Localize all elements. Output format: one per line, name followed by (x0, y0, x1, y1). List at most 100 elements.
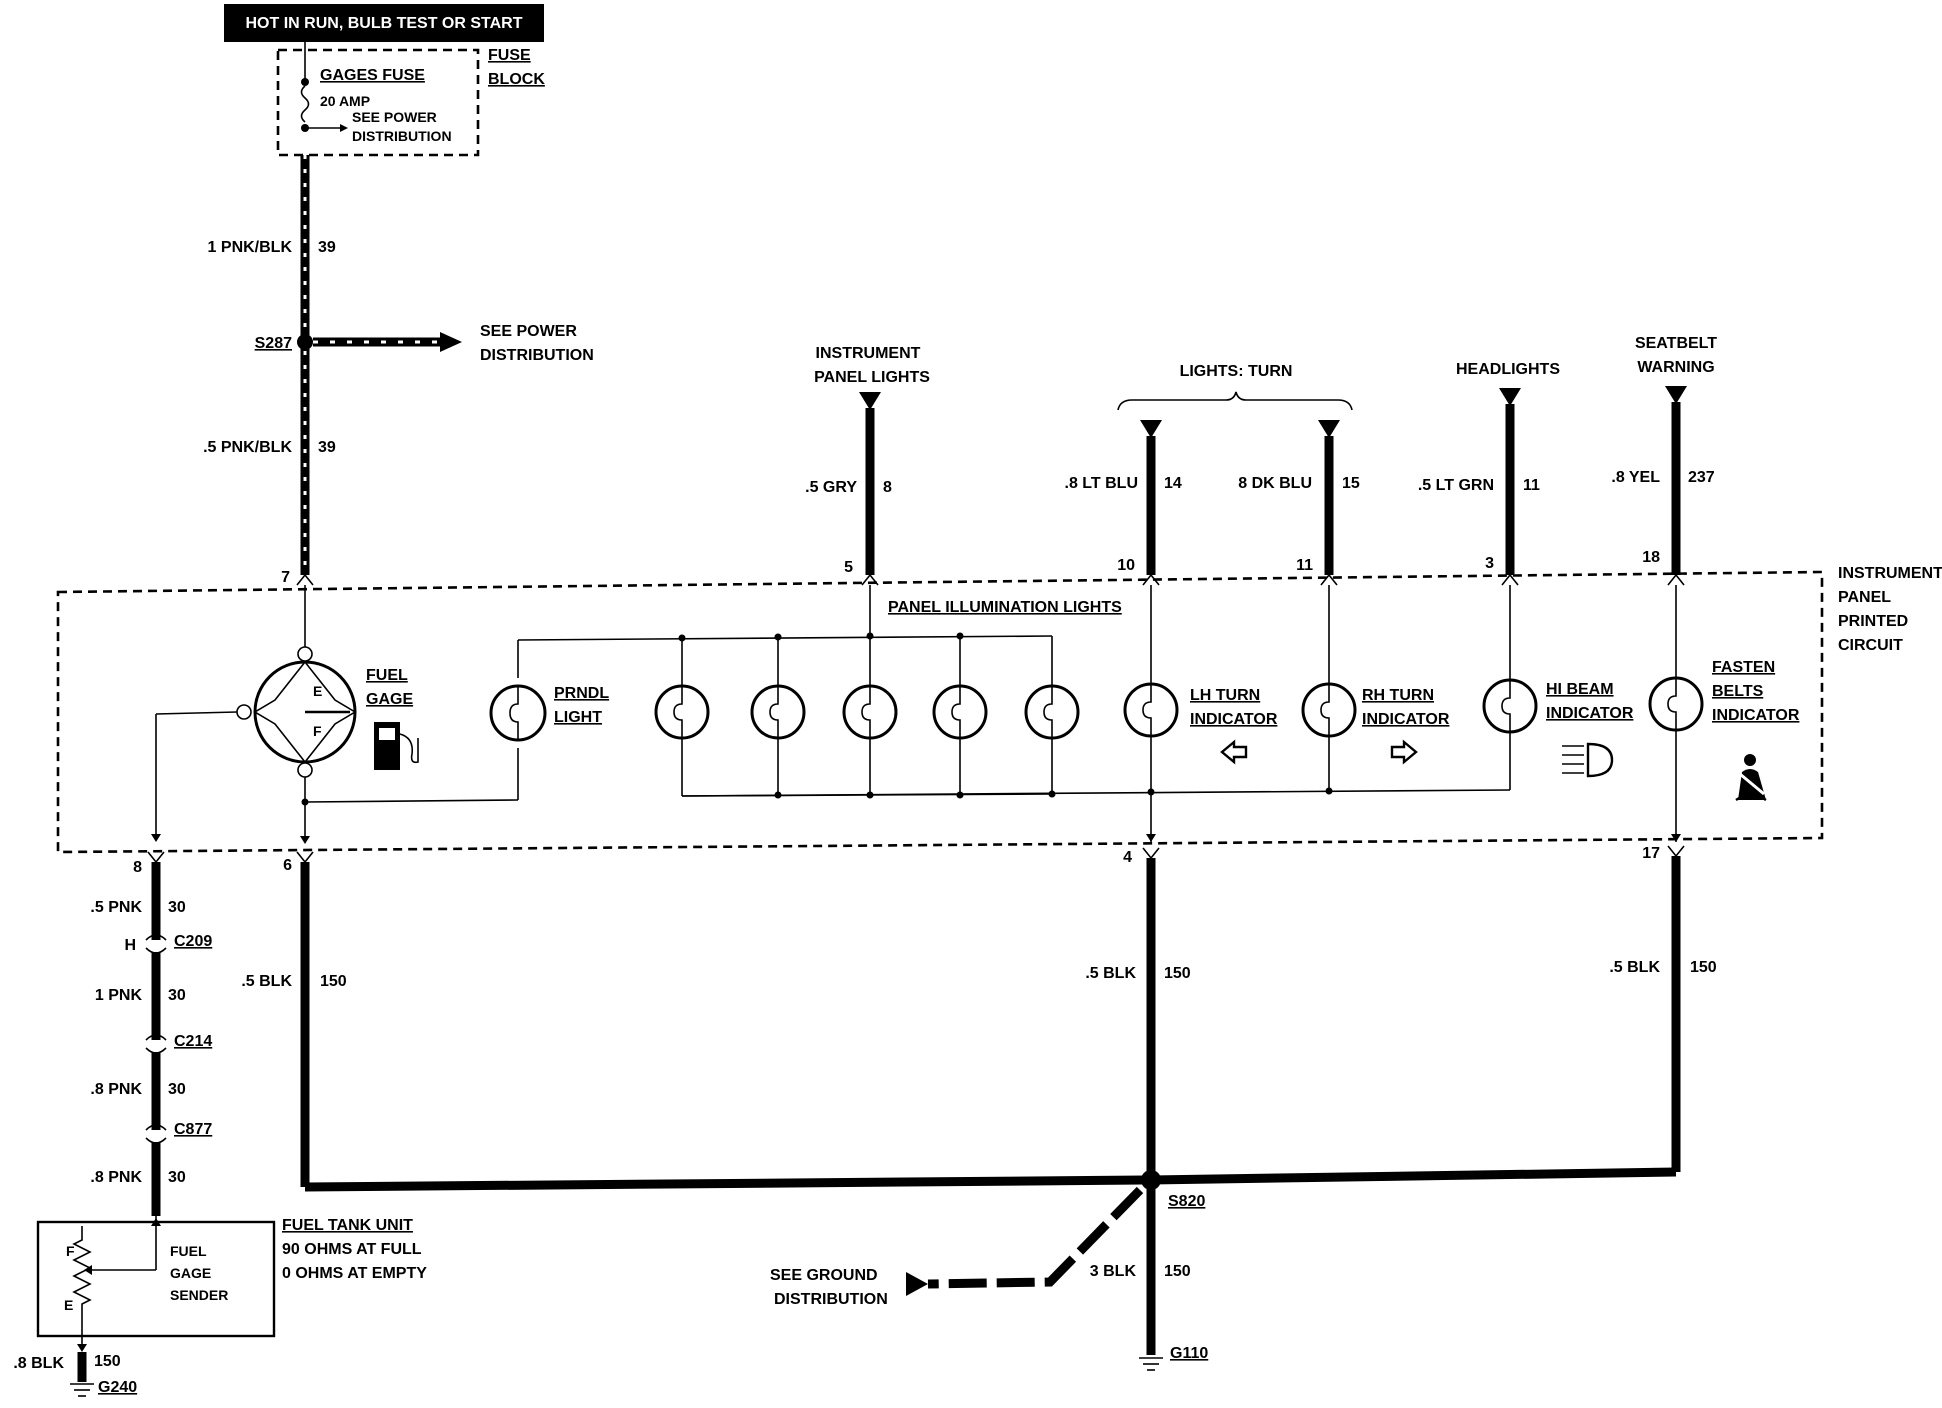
rh-label-2: INDICATOR (1362, 711, 1450, 728)
prndl-ground-line (304, 799, 519, 803)
arrow-right-icon (440, 332, 462, 352)
illumination-title: PANEL ILLUMINATION LIGHTS (888, 599, 1122, 616)
s287-note-2: DISTRIBUTION (480, 347, 594, 364)
lh-label-1: LH TURN (1190, 687, 1260, 704)
pin-18-label: 18 (1642, 549, 1660, 566)
c877-upper-icon (145, 1124, 167, 1131)
tank-title: FUEL TANK UNIT (282, 1217, 413, 1234)
see-ground-wire (927, 1186, 1144, 1289)
input-arrow-icon (1318, 420, 1340, 438)
illum-bulb-5 (1024, 636, 1080, 798)
c877-label: C877 (174, 1121, 212, 1138)
connector-17-icon (1667, 845, 1685, 858)
fuel-gage-label-1: FUEL (366, 667, 408, 684)
connector-10-icon (1142, 573, 1160, 586)
lt-grn-circuit: 11 (1523, 477, 1540, 494)
pnk-2-color: 1 PNK (95, 987, 143, 1004)
yel-color: .8 YEL (1611, 469, 1660, 486)
pnk-1-color: .5 PNK (90, 899, 142, 916)
illumination-bus (517, 635, 1053, 641)
g240-wire-color: .8 BLK (13, 1355, 64, 1372)
connector-18-icon (1667, 573, 1685, 586)
fuel-pump-icon (374, 722, 419, 770)
rh-filament (1320, 684, 1330, 736)
arrow-up-icon (151, 1218, 161, 1226)
pnk-3-color: .8 PNK (90, 1081, 142, 1098)
gages-fuse-label: GAGES FUSE (320, 67, 425, 84)
pin-11-label: 11 (1296, 557, 1313, 574)
sender-label-1: FUEL (170, 1243, 207, 1259)
top-wire-circuit: 39 (318, 239, 336, 256)
sender-e: E (64, 1297, 73, 1313)
fuse-top-terminal (301, 78, 309, 86)
hi-label-1: HI BEAM (1546, 681, 1614, 698)
sender-f: F (66, 1243, 75, 1259)
see-ground-2: DISTRIBUTION (774, 1291, 888, 1308)
arrow-down-icon (300, 836, 310, 844)
input-arrow-icon (859, 392, 881, 410)
lower-wire-color: .5 PNK/BLK (203, 439, 292, 456)
gauge-f: F (313, 723, 322, 739)
fuse-block-label-1: FUSE (488, 47, 531, 64)
fuse-block-outline (276, 48, 480, 157)
connector-6-icon (296, 851, 314, 864)
seatbelt-title-1: SEATBELT (1635, 335, 1717, 352)
ground-icon (1139, 1357, 1163, 1371)
high-beam-icon (1562, 742, 1614, 778)
main-ground-circuit: 150 (1164, 1263, 1191, 1280)
s287-splice (297, 334, 313, 350)
pnk-4-color: .8 PNK (90, 1169, 142, 1186)
c209-label: C209 (174, 933, 212, 950)
lt-blu-circuit: 14 (1164, 475, 1182, 492)
arrow-down-icon (1146, 834, 1156, 842)
connector-11-icon (1320, 573, 1338, 586)
seatbelt-icon (1735, 754, 1767, 802)
fb-label-2: BELTS (1712, 683, 1764, 700)
blk-6-color: .5 BLK (241, 973, 292, 990)
illum-bulb-3 (842, 632, 898, 799)
input-arrow-icon (1499, 388, 1521, 406)
c209-pin: H (124, 937, 136, 954)
fuse-see-power-2: DISTRIBUTION (352, 128, 452, 144)
arrow-down-icon (77, 1344, 87, 1352)
prndl-label-2: LIGHT (554, 709, 602, 726)
ground-bus-wire (304, 1167, 1677, 1192)
input-arrow-icon (1665, 386, 1687, 404)
panel-title-2: PANEL (1838, 589, 1891, 606)
illum-bulb-2 (750, 633, 806, 799)
s820-splice (1141, 1170, 1161, 1190)
tank-empty: 0 OHMS AT EMPTY (282, 1265, 427, 1282)
blk-4-circuit: 150 (1164, 965, 1191, 982)
gry-wire-circuit: 8 (883, 479, 892, 496)
s287-label: S287 (255, 335, 292, 352)
panel-ground-bus (681, 789, 1511, 797)
pin-7-label: 7 (281, 569, 290, 586)
sender-resistor-icon (72, 1232, 92, 1336)
fb-label-3: INDICATOR (1712, 707, 1800, 724)
gauge-left-terminal (236, 704, 252, 720)
main-ground-color: 3 BLK (1090, 1263, 1137, 1280)
lower-wire-circuit: 39 (318, 439, 336, 456)
seatbelt-title-2: WARNING (1637, 359, 1714, 376)
pnk-3-circuit: 30 (168, 1081, 186, 1098)
lh-filament (1142, 684, 1152, 736)
blk-6-circuit: 150 (320, 973, 347, 990)
connector-3-icon (1501, 573, 1519, 586)
junction-dot (1147, 788, 1155, 796)
junction-dot (1325, 787, 1333, 795)
arrow-right-icon (340, 124, 348, 132)
hi-label-2: INDICATOR (1546, 705, 1634, 722)
arrow-left-icon (906, 1272, 928, 1296)
gauge-top-terminal (297, 646, 313, 662)
see-ground-1: SEE GROUND (770, 1267, 878, 1284)
panel-title-1: INSTRUMENT (1838, 565, 1942, 582)
dk-blu-color: 8 DK BLU (1238, 475, 1312, 492)
blk-17-circuit: 150 (1690, 959, 1717, 976)
panel-title-3: PRINTED (1838, 613, 1908, 630)
yel-circuit: 237 (1688, 469, 1715, 486)
connector-4-icon (1142, 847, 1160, 860)
sender-label-2: GAGE (170, 1265, 211, 1281)
blk-17-color: .5 BLK (1609, 959, 1660, 976)
g240-wire-circuit: 150 (94, 1353, 121, 1370)
rh-label-1: RH TURN (1362, 687, 1434, 704)
